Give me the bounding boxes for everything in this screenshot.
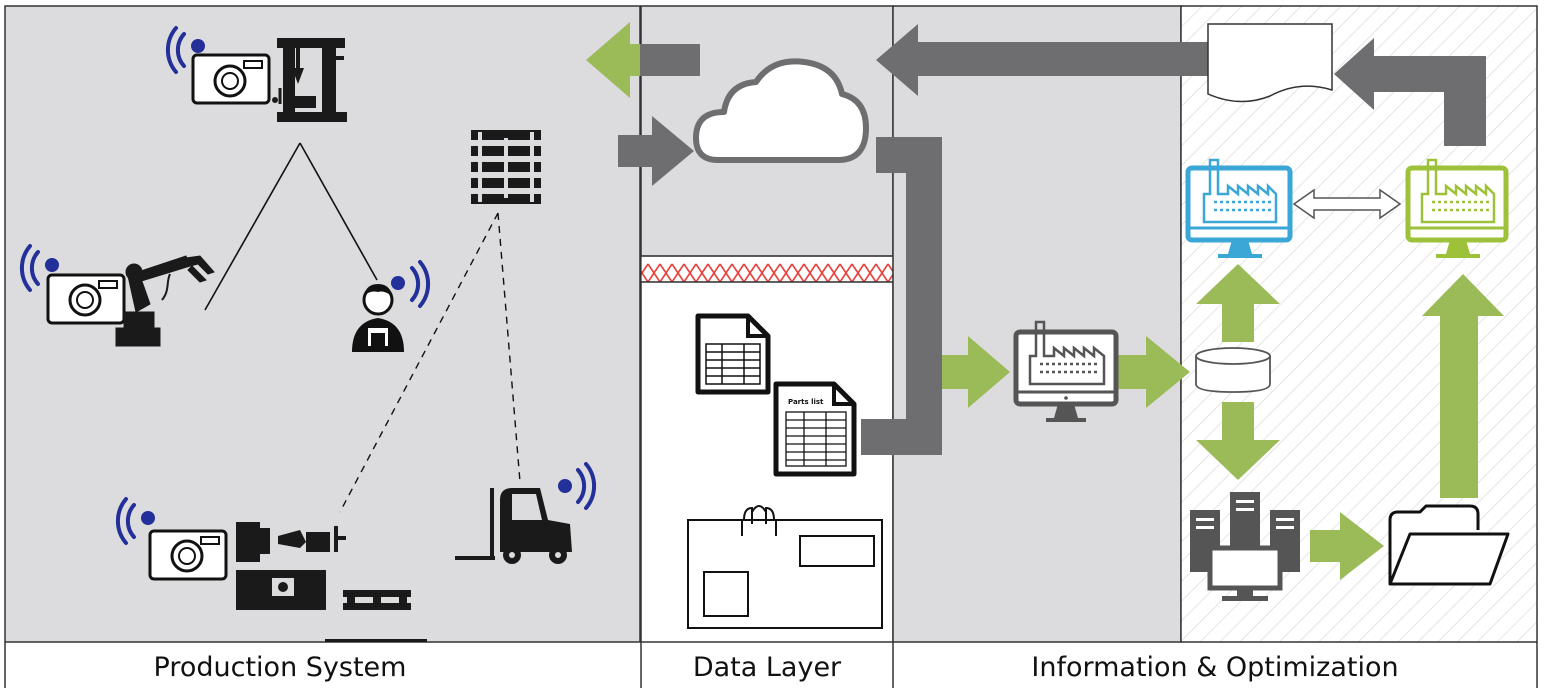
robot-arm-icon xyxy=(115,255,215,347)
camera-icon xyxy=(148,529,228,581)
signal-icon xyxy=(410,260,431,308)
parts-list-document-icon: Parts list xyxy=(773,381,857,477)
cloud-icon xyxy=(693,58,869,163)
camera-icon xyxy=(46,273,126,325)
arrow-folder-to-monitor xyxy=(1422,274,1504,498)
sensor-lathe xyxy=(115,497,228,581)
arrow-server-to-folder xyxy=(1310,512,1384,580)
arrow-report-to-cloud xyxy=(876,24,1215,96)
shelf-icon xyxy=(471,130,541,204)
arrow-monitor-to-report xyxy=(1334,38,1486,146)
arrow-to-production xyxy=(586,22,644,98)
sensor-robot xyxy=(19,244,126,325)
worker-icon xyxy=(352,260,431,352)
database-icon xyxy=(1195,347,1271,393)
server-icon xyxy=(1190,492,1300,601)
blue-factory-monitor-icon xyxy=(1185,158,1293,258)
section-label-data-layer: Data Layer xyxy=(692,652,842,683)
green-factory-monitor-icon xyxy=(1405,158,1509,258)
section-label-production: Production System xyxy=(153,652,407,683)
signal-icon xyxy=(115,497,136,545)
forklift-icon xyxy=(455,462,597,564)
camera-icon xyxy=(191,53,271,105)
bidirectional-arrow xyxy=(1292,188,1402,220)
floor-line xyxy=(325,639,427,642)
signal-icon xyxy=(576,462,597,510)
arrow-to-cloud xyxy=(618,116,694,186)
parts-list-label: Parts list xyxy=(788,398,824,406)
report-icon xyxy=(1207,23,1333,103)
folder-icon xyxy=(1388,504,1510,586)
arrow-to-factory-monitor xyxy=(942,336,1010,408)
signal-icon xyxy=(165,26,186,74)
connection-lines xyxy=(204,142,521,513)
section-label-information: Information & Optimization xyxy=(1031,652,1399,683)
factory-monitor-icon xyxy=(1013,320,1119,422)
arrow-database-to-server xyxy=(1196,402,1280,480)
pipe-cloud-to-docs xyxy=(861,137,942,455)
sensor-drill xyxy=(165,26,271,105)
signal-icon xyxy=(19,244,40,292)
arrow-to-production-tail xyxy=(640,44,700,76)
arrow-to-database xyxy=(1118,336,1190,408)
floor-plan-icon xyxy=(687,505,883,629)
drill-press-icon xyxy=(272,38,347,122)
data-layer-zigzag-band xyxy=(640,255,894,283)
pallet-icon xyxy=(343,590,411,610)
document-icon xyxy=(695,313,771,395)
arrow-database-to-monitor xyxy=(1196,264,1280,342)
lathe-icon xyxy=(236,522,346,610)
